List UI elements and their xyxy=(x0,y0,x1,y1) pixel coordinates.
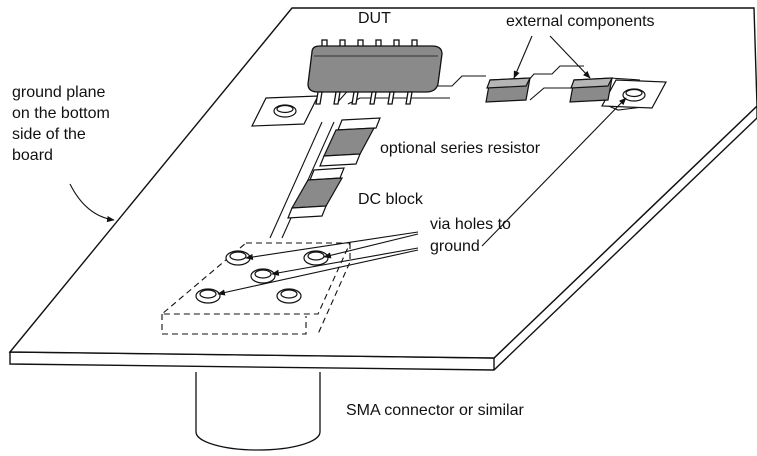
series-resistor xyxy=(319,117,381,167)
label-via-holes: via holes to ground xyxy=(430,216,511,255)
label-series-resistor: optional series resistor xyxy=(380,140,541,157)
dut-bottom-pins xyxy=(315,91,413,105)
mounting-pad-left xyxy=(251,95,319,127)
arrow-ground-plane xyxy=(69,183,115,223)
arrow-via-4 xyxy=(217,249,419,296)
label-dut: DUT xyxy=(358,10,391,27)
dc-block-capacitor xyxy=(287,167,345,219)
svg-text:side of the: side of the xyxy=(12,126,86,143)
dut-ic-package xyxy=(307,39,443,105)
arrow-external-2 xyxy=(549,35,591,79)
dut-top-pins xyxy=(321,39,418,50)
board-top-surface xyxy=(8,7,757,359)
leader-arrows xyxy=(69,35,627,296)
svg-text:board: board xyxy=(12,147,53,164)
arrow-via-2 xyxy=(323,233,419,259)
svg-text:ground: ground xyxy=(430,238,480,255)
via-footprint xyxy=(160,242,351,335)
external-component-1 xyxy=(485,77,531,103)
sma-connector xyxy=(195,372,321,451)
label-ground-plane: ground plane on the bottom side of the b… xyxy=(12,84,110,164)
arrow-via-3 xyxy=(271,247,419,276)
svg-text:via holes to: via holes to xyxy=(430,216,511,233)
label-dc-block: DC block xyxy=(358,191,424,208)
label-sma-connector: SMA connector or similar xyxy=(346,402,525,419)
svg-text:ground plane: ground plane xyxy=(12,84,106,101)
via-hole-2 xyxy=(303,250,329,266)
pcb-board xyxy=(8,7,757,371)
via-hole-4 xyxy=(276,288,302,304)
label-external-components: external components xyxy=(506,13,655,30)
external-component-2 xyxy=(569,77,613,103)
via-hole-center xyxy=(250,268,276,284)
via-holes xyxy=(195,250,329,304)
arrow-external-1 xyxy=(513,35,533,79)
arrow-via-1 xyxy=(245,231,419,261)
arrow-sma-ground xyxy=(481,97,627,247)
svg-text:on the bottom: on the bottom xyxy=(12,105,110,122)
via-hole-3 xyxy=(195,288,221,304)
